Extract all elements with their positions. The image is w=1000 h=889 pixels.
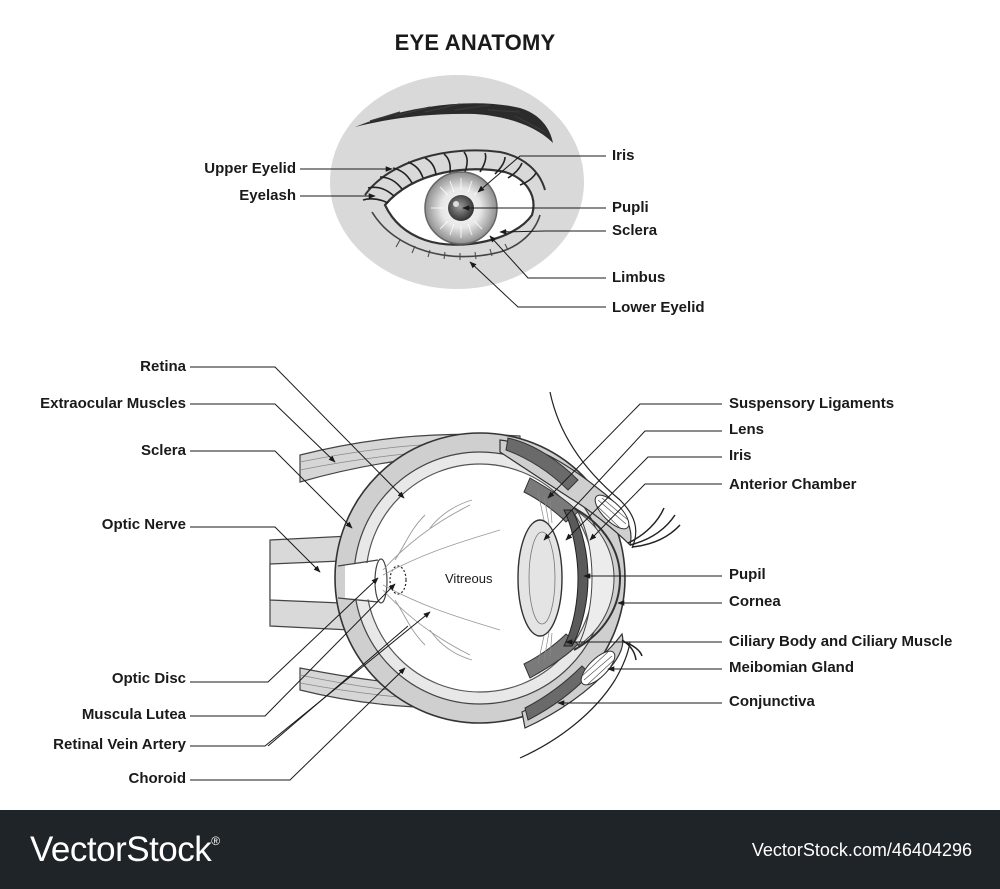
watermark-footer: VectorStock® VectorStock.com/46404296	[0, 810, 1000, 889]
eyelash	[362, 151, 537, 204]
diagram-title: EYE ANATOMY	[394, 30, 556, 55]
anterior-chamber	[577, 511, 615, 647]
lens	[517, 519, 563, 637]
meibomian-gland-lower	[580, 650, 616, 686]
label-pupli: Pupli	[612, 199, 649, 216]
meibomian-gland-upper	[594, 494, 630, 530]
optic-disc	[374, 558, 388, 604]
label-optic-disc: Optic Disc	[111, 670, 186, 687]
label-anterior-chamber: Anterior Chamber	[729, 476, 857, 493]
eye-cross-section	[269, 391, 681, 759]
label-iris-section: Iris	[729, 447, 752, 464]
label-meibomian-gland: Meibomian Gland	[729, 659, 855, 676]
label-pupil-section: Pupil	[729, 566, 766, 583]
diagram-artwork	[190, 75, 722, 781]
iris-section	[563, 509, 589, 647]
stock-id[interactable]: VectorStock.com/46404296	[751, 840, 972, 860]
label-optic-nerve: Optic Nerve	[101, 516, 186, 533]
label-ciliary-body: Ciliary Body and Ciliary Muscle	[729, 633, 953, 650]
brand-name: VectorStock	[30, 830, 212, 869]
suspensory-ligaments	[537, 491, 553, 665]
label-vitreous: Vitreous	[445, 571, 493, 586]
eyelash-section	[621, 507, 681, 661]
retinal-vessels	[382, 499, 501, 661]
label-sclera-external: Sclera	[612, 222, 658, 239]
label-limbus: Limbus	[612, 269, 666, 286]
label-retina: Retina	[140, 358, 186, 375]
label-retinal-vein-artery: Retinal Vein Artery	[53, 736, 186, 753]
cross-section-right-leaders	[543, 403, 722, 706]
upper-eyelid	[364, 149, 546, 196]
label-suspensory-ligaments: Suspensory Ligaments	[729, 395, 895, 412]
label-lens: Lens	[729, 421, 765, 438]
brand-logo: VectorStock®	[30, 830, 220, 870]
label-eyelash: Eyelash	[239, 187, 296, 204]
label-musculalutea: Muscula Lutea	[81, 706, 186, 723]
lower-eyelid	[371, 211, 541, 258]
label-cornea: Cornea	[729, 593, 781, 610]
label-sclera-section: Sclera	[140, 442, 186, 459]
eye-anatomy-diagram: EYE ANATOMY	[40, 30, 953, 787]
registered-mark: ®	[211, 834, 220, 848]
cross-section-left-leaders	[190, 366, 431, 781]
label-lower-eyelid: Lower Eyelid	[612, 299, 705, 316]
label-upper-eyelid: Upper Eyelid	[204, 160, 296, 177]
label-iris-external: Iris	[612, 147, 635, 164]
external-eye-illustration	[330, 75, 584, 289]
external-eye-leaders	[300, 155, 606, 308]
lower-skin-line	[519, 641, 631, 759]
label-conjunctiva: Conjunctiva	[729, 693, 815, 710]
cornea	[573, 507, 622, 651]
label-extraocular-muscles: Extraocular Muscles	[40, 395, 186, 412]
macula-lutea	[389, 565, 407, 595]
label-choroid: Choroid	[128, 770, 187, 787]
